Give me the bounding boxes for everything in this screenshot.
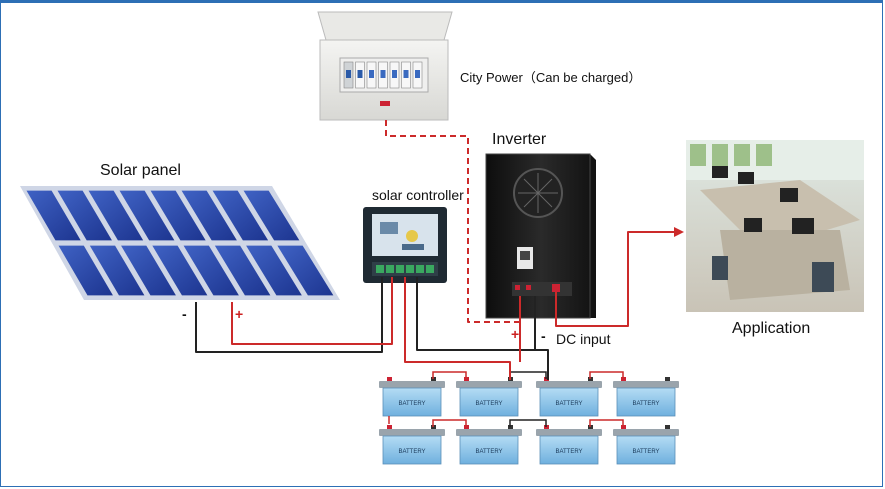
battery-positive-sign: + — [511, 326, 520, 342]
solar-cell — [119, 190, 175, 241]
battery: BATTERY — [456, 425, 522, 465]
solar-panel-image — [20, 186, 340, 300]
battery: BATTERY — [379, 377, 445, 417]
solar-cell — [212, 190, 269, 241]
solar-controller-image — [363, 207, 447, 283]
solar-panel-label: Solar panel — [100, 162, 181, 179]
distribution-box-image — [317, 11, 453, 121]
battery-negative-sign: - — [541, 328, 546, 344]
battery-label: BATTERY — [632, 449, 659, 455]
battery-bank: BATTERY BATTERY BATTERY BATTERY BATTERY BATTE… — [379, 371, 679, 465]
solar-cell — [246, 245, 302, 296]
controller-terminal — [376, 265, 384, 273]
battery-label: BATTERY — [475, 401, 502, 407]
panel-negative-sign: - — [182, 306, 187, 322]
solar-cell — [88, 190, 144, 241]
controller-terminal — [386, 265, 394, 273]
solar-cell — [26, 190, 81, 241]
controller-terminal — [406, 265, 414, 273]
solar-cell — [150, 190, 206, 241]
controller-terminal — [396, 265, 404, 273]
city-power-label: City Power（Can be charged） — [460, 70, 642, 85]
solar-cell — [58, 245, 113, 296]
battery: BATTERY — [379, 425, 445, 465]
controller-terminal — [426, 265, 434, 273]
solar-cell — [214, 245, 271, 296]
battery: BATTERY — [613, 425, 679, 465]
solar-cell — [183, 245, 239, 296]
application-office-image — [686, 140, 864, 312]
solar-cell — [121, 245, 176, 296]
battery: BATTERY — [456, 377, 522, 417]
battery-label: BATTERY — [632, 401, 659, 407]
battery: BATTERY — [536, 377, 602, 417]
solar-cell — [152, 245, 208, 296]
dc-input-label: DC input — [556, 331, 611, 347]
battery-label: BATTERY — [398, 449, 425, 455]
battery-label: BATTERY — [555, 401, 582, 407]
battery: BATTERY — [613, 377, 679, 417]
wiring — [195, 120, 684, 380]
solar-cell — [181, 190, 237, 241]
battery-label: BATTERY — [555, 449, 582, 455]
controller-terminal — [416, 265, 424, 273]
battery-label: BATTERY — [475, 449, 502, 455]
battery: BATTERY — [536, 425, 602, 465]
inverter-label: Inverter — [492, 131, 547, 148]
solar-controller-label: solar controller — [372, 187, 464, 203]
solar-cell — [57, 190, 112, 241]
panel-positive-sign: + — [235, 306, 244, 322]
solar-cell — [243, 190, 300, 241]
solar-cell — [89, 245, 145, 296]
inverter-image — [485, 153, 596, 319]
battery-label: BATTERY — [398, 401, 425, 407]
application-label: Application — [732, 320, 811, 337]
solar-cell — [277, 245, 334, 296]
